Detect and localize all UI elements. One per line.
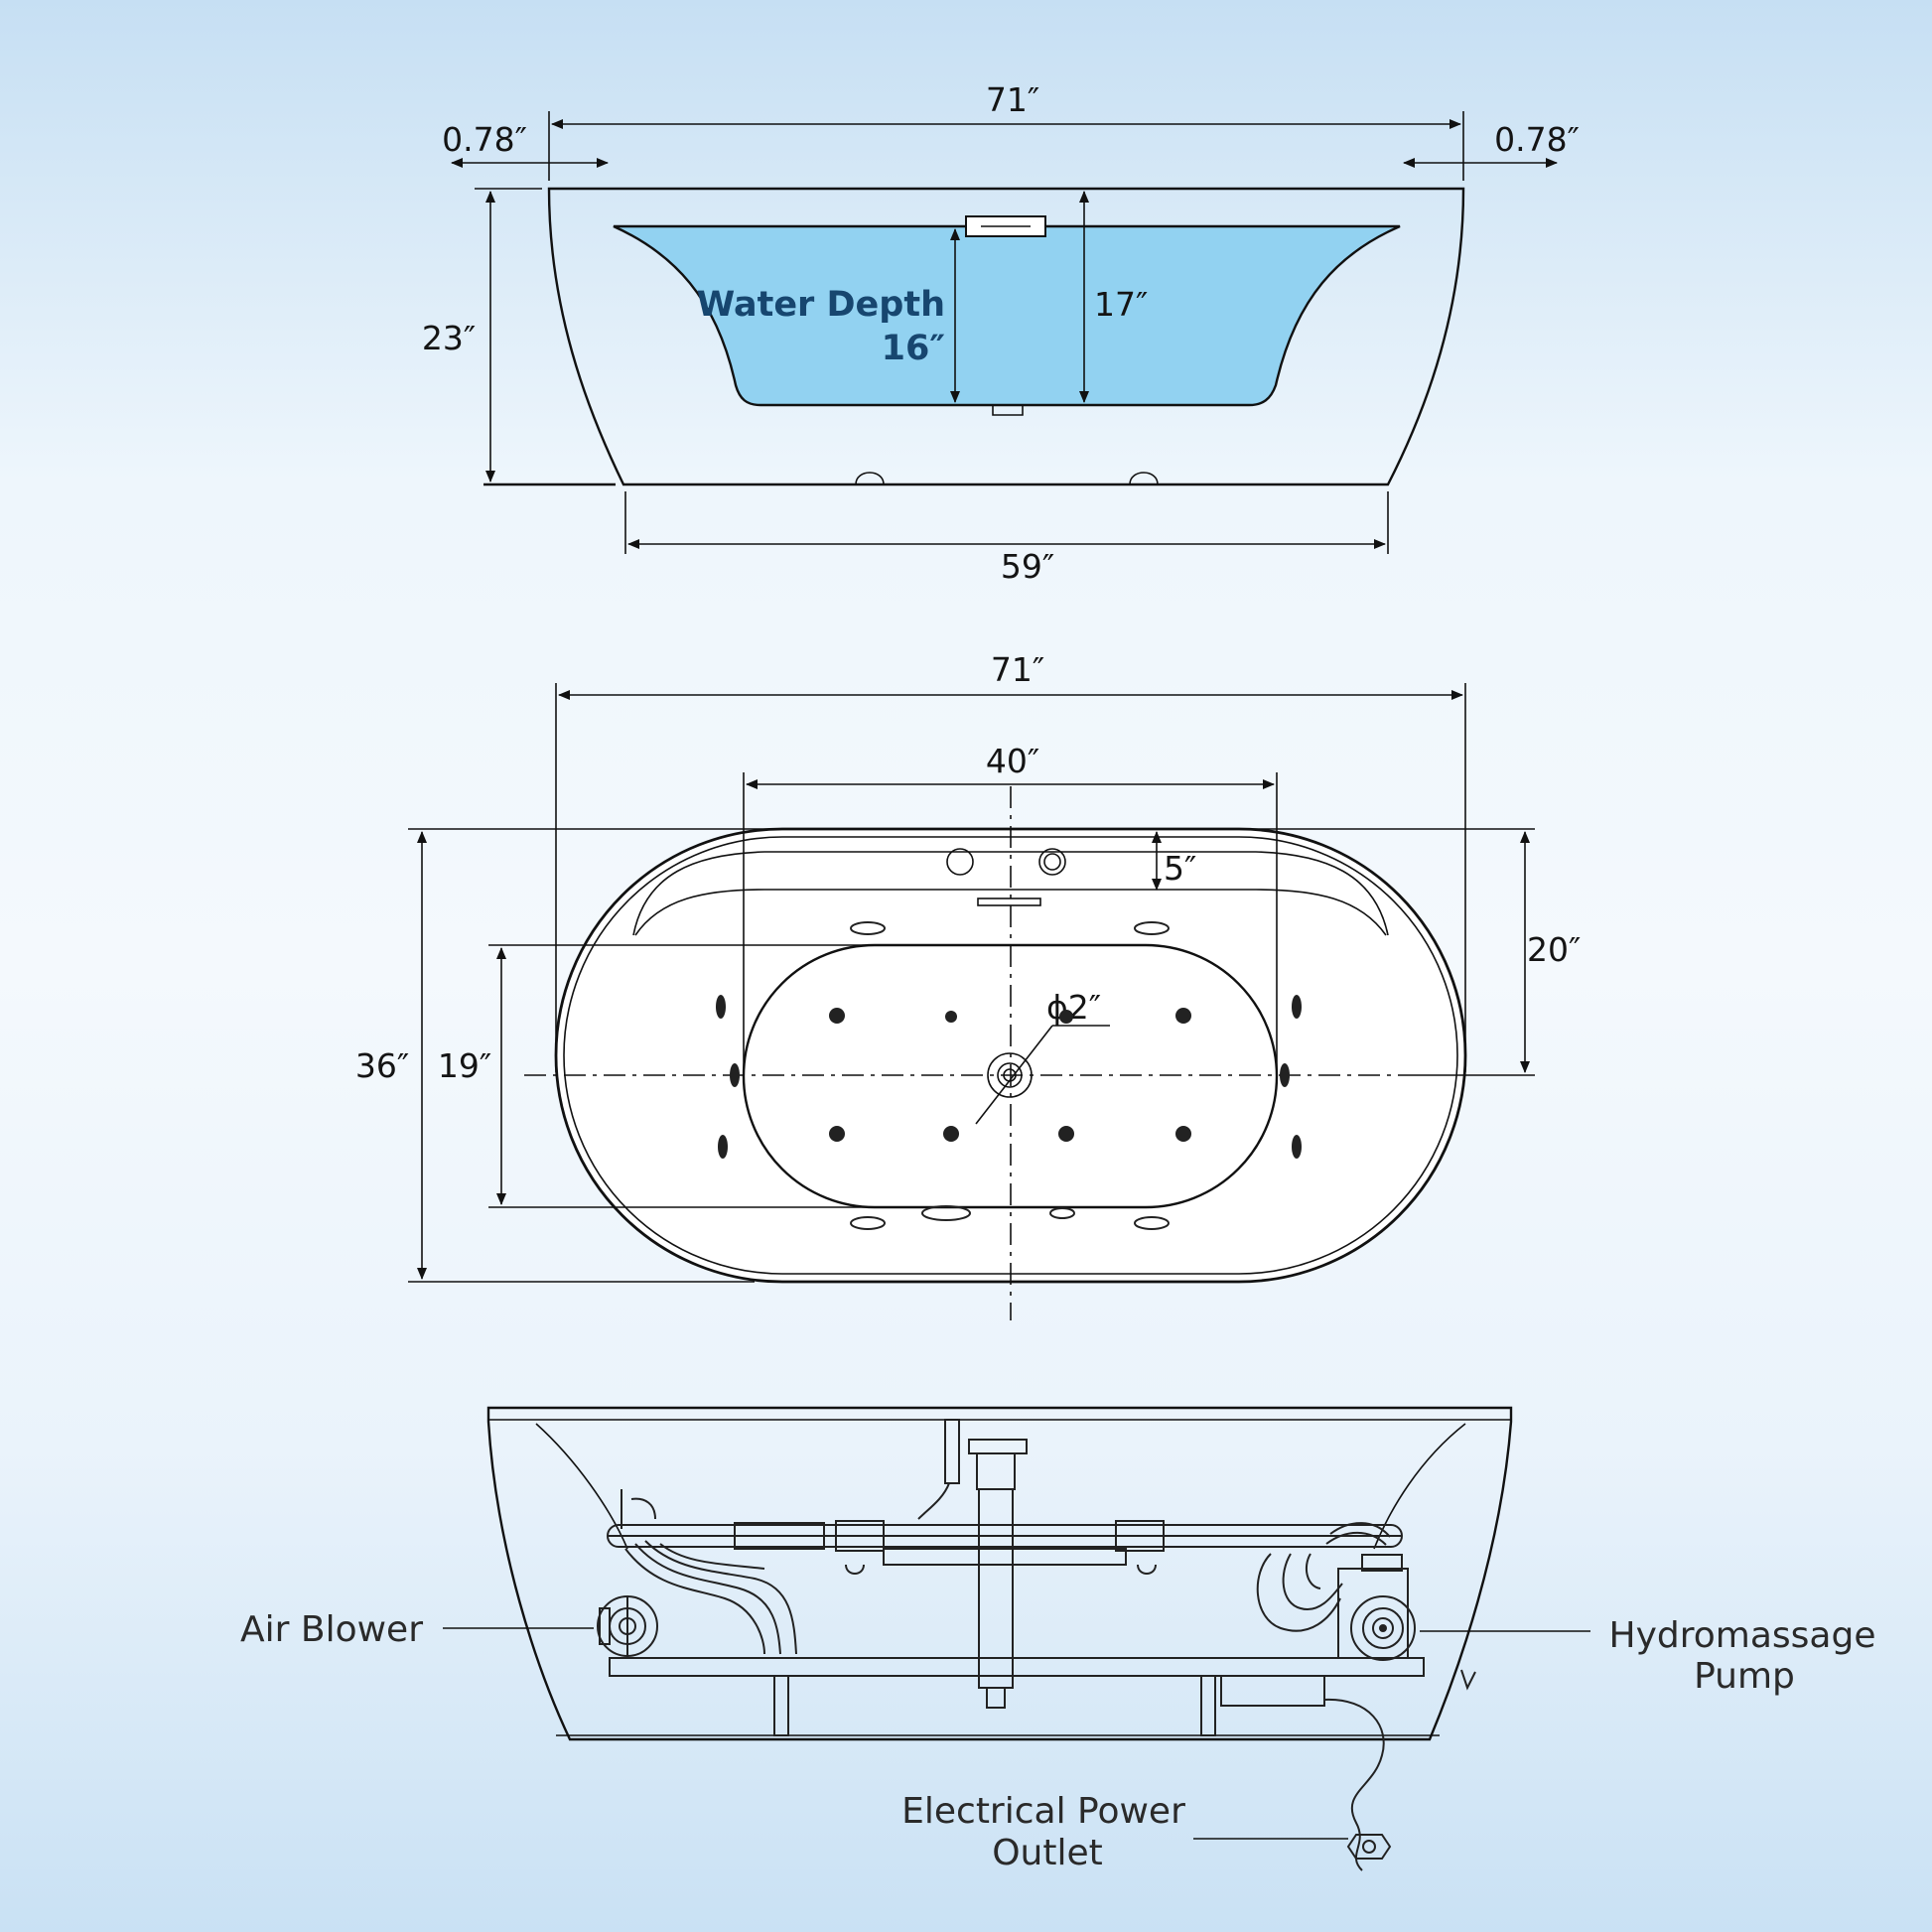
section-tub-outline (486, 1406, 1513, 1741)
side-view: 71″ 0.78″ 0.78″ 23″ Water Depth 16″ 17″ … (422, 80, 1580, 586)
air-blower-label: Air Blower (240, 1609, 423, 1650)
outlet-label-line1: Electrical Power (901, 1791, 1185, 1832)
interior-depth-label: 17″ (1094, 285, 1148, 324)
control-box (1220, 1675, 1325, 1707)
outlet-label-line2: Outlet (992, 1833, 1103, 1873)
total-width-label: 36″ (355, 1046, 409, 1085)
water-depth-label: Water Depth (697, 285, 945, 325)
hydromassage-pump-icon (1337, 1554, 1416, 1661)
side-height-label: 23″ (422, 319, 476, 357)
power-cable (1323, 1698, 1385, 1871)
air-blower-icon (597, 1595, 658, 1657)
top-view: ϕ2″ 71″ 40″ 5″ (355, 650, 1581, 1320)
side-length-label: 71″ (986, 80, 1039, 119)
water-basin (613, 224, 1401, 407)
drain-icon (987, 1052, 1033, 1098)
half-width-label: 20″ (1527, 930, 1581, 969)
rim-right-label: 0.78″ (1494, 120, 1580, 159)
inner-width-label: 19″ (438, 1046, 491, 1085)
pump-label-line1: Hydromassage (1609, 1615, 1876, 1656)
section-view: Air Blower Hydromassage Pump Electrical … (240, 1406, 1876, 1873)
base-length-label: 59″ (1001, 547, 1054, 586)
drain-diameter-label: ϕ2″ (1046, 988, 1101, 1027)
side-tub-outline (547, 187, 1465, 486)
rim-offset-label: 5″ (1164, 849, 1196, 888)
water-depth-value: 16″ (882, 329, 945, 368)
rim-left-label: 0.78″ (442, 120, 527, 159)
top-length-label: 71″ (991, 650, 1044, 689)
inner-length-label: 40″ (986, 742, 1039, 780)
right-hoses (1256, 1522, 1391, 1632)
left-hoses (621, 1489, 797, 1655)
pump-label-line2: Pump (1694, 1656, 1795, 1697)
power-outlet-icon (1346, 1834, 1392, 1860)
jets (716, 995, 1302, 1159)
